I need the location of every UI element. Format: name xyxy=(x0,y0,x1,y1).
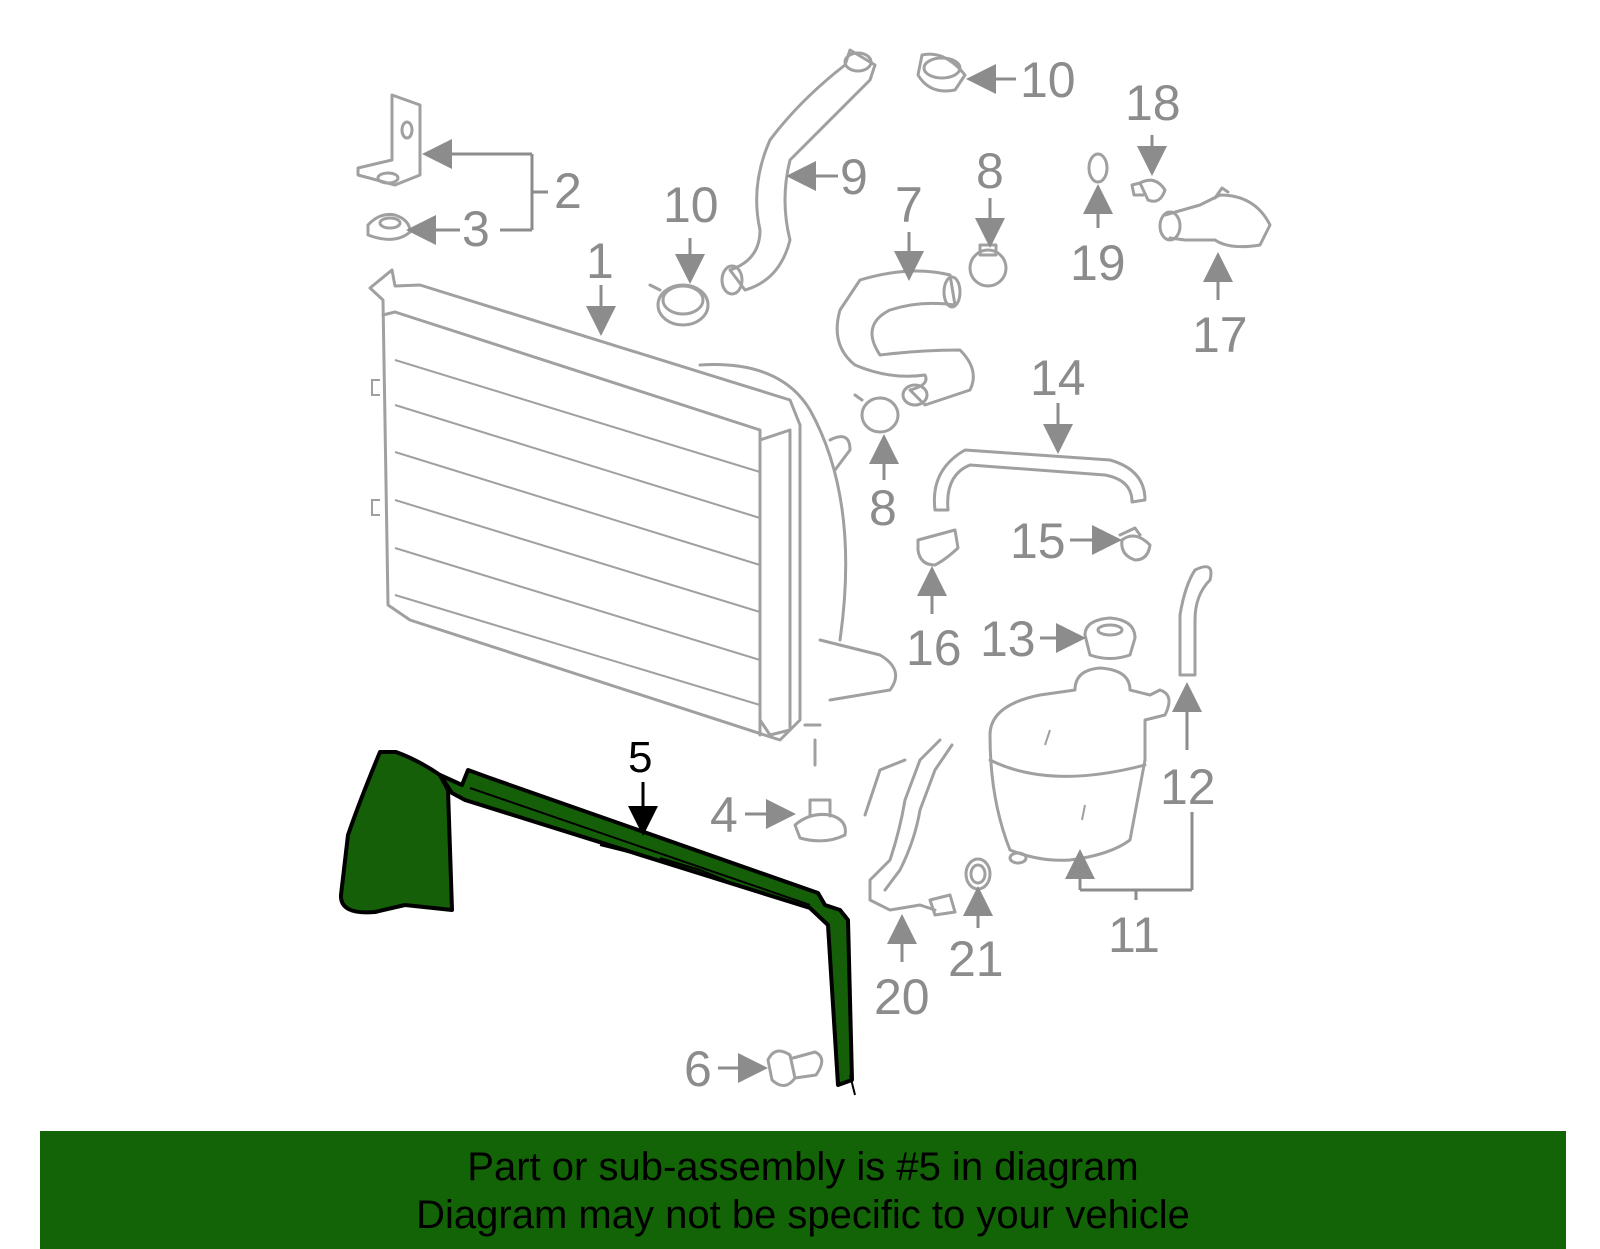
reservoir-cap-part xyxy=(1083,616,1137,660)
callout-17: 17 xyxy=(1192,252,1248,363)
svg-text:13: 13 xyxy=(980,611,1036,667)
o-ring-part xyxy=(1087,152,1109,184)
svg-text:15: 15 xyxy=(1010,513,1066,569)
callout-3: 3 xyxy=(462,201,490,257)
svg-text:10: 10 xyxy=(1020,52,1076,108)
seal-part xyxy=(964,857,992,891)
lower-hose-part xyxy=(835,269,975,407)
svg-text:21: 21 xyxy=(948,931,1004,987)
callout-8-bottom: 8 xyxy=(869,434,899,536)
air-deflector-part-highlighted xyxy=(339,750,856,1096)
svg-text:4: 4 xyxy=(710,787,738,843)
callout-20: 20 xyxy=(874,914,930,1025)
svg-text:19: 19 xyxy=(1070,235,1126,291)
upper-hose-part xyxy=(720,48,877,296)
callout-18: 18 xyxy=(1125,75,1181,176)
radiator-part xyxy=(368,268,898,767)
banner-line-1: Part or sub-assembly is #5 in diagram xyxy=(467,1145,1139,1189)
bracket-part xyxy=(356,93,422,187)
callout-11-bracket: 11 xyxy=(1065,812,1194,963)
svg-text:8: 8 xyxy=(869,480,897,536)
svg-text:6: 6 xyxy=(684,1041,712,1097)
reservoir-hose-part xyxy=(1178,565,1213,677)
outlet-part xyxy=(1158,186,1272,249)
svg-text:17: 17 xyxy=(1192,307,1248,363)
cap-part xyxy=(916,52,967,93)
cooler-lines-part xyxy=(863,738,957,917)
svg-text:1: 1 xyxy=(586,233,614,289)
callout-11: 11 xyxy=(1108,907,1160,963)
svg-text:10: 10 xyxy=(663,177,719,233)
callout-6: 6 xyxy=(684,1041,768,1097)
overflow-hose-part xyxy=(932,448,1147,512)
callout-9: 9 xyxy=(786,149,868,205)
svg-text:7: 7 xyxy=(895,177,923,233)
bleed-screw-part xyxy=(1130,178,1167,203)
clamp-part xyxy=(648,283,710,327)
svg-text:5: 5 xyxy=(628,733,652,782)
svg-text:20: 20 xyxy=(874,969,930,1025)
info-banner: Part or sub-assembly is #5 in diagram Di… xyxy=(40,1131,1566,1249)
callout-10-top: 10 xyxy=(966,52,1076,108)
callout-16: 16 xyxy=(906,566,962,676)
callout-13: 13 xyxy=(980,611,1086,667)
svg-text:16: 16 xyxy=(906,620,962,676)
banner-line-2: Diagram may not be specific to your vehi… xyxy=(416,1193,1190,1237)
reservoir-part xyxy=(988,666,1171,865)
callout-14: 14 xyxy=(1030,350,1086,454)
insulator-part xyxy=(366,213,412,241)
callout-5: 5 xyxy=(628,733,658,836)
callout-4: 4 xyxy=(710,787,796,843)
callout-8-top: 8 xyxy=(975,143,1005,248)
hose-clamp-part xyxy=(1118,526,1152,562)
svg-text:14: 14 xyxy=(1030,350,1086,406)
svg-text:9: 9 xyxy=(840,149,868,205)
svg-text:12: 12 xyxy=(1160,759,1216,815)
callout-10-left: 10 xyxy=(663,177,719,284)
svg-text:18: 18 xyxy=(1125,75,1181,131)
callout-7: 7 xyxy=(894,177,924,281)
push-pin-part xyxy=(766,1049,824,1087)
callout-15: 15 xyxy=(1010,513,1122,569)
fitting-part xyxy=(916,528,960,567)
callout-12: 12 xyxy=(1160,682,1216,815)
callout-19: 19 xyxy=(1070,184,1126,291)
callout-1: 1 xyxy=(586,233,616,336)
drain-plug-part xyxy=(793,798,847,843)
callout-2-3-bracket: 2 3 xyxy=(406,139,582,257)
callout-21: 21 xyxy=(948,886,1004,987)
svg-text:8: 8 xyxy=(976,143,1004,199)
callout-2: 2 xyxy=(554,163,582,219)
